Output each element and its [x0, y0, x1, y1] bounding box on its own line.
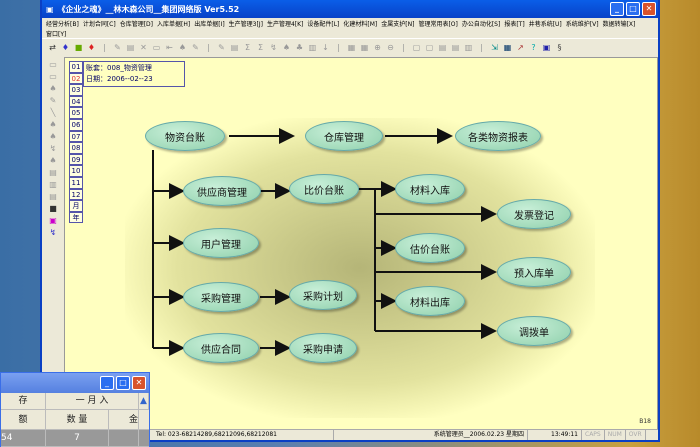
menu-item[interactable]: 入库单据[H]: [157, 21, 191, 28]
main-window: ▣ 《企业之魂》__林木森公司__集团网络版 Ver5.52 _ □ ✕ 经营分…: [40, 0, 660, 442]
minimize-button[interactable]: _: [100, 376, 114, 390]
status-ovr: OVR: [626, 430, 646, 440]
cell[interactable]: 54: [1, 430, 46, 446]
header-cell: 存: [1, 393, 46, 409]
node-fpdj[interactable]: 发票登记: [497, 199, 571, 229]
status-bar: Tel: 023-68214289,68212096,68212081 系统管理…: [64, 429, 658, 440]
header-cell: 数 量: [46, 410, 109, 429]
account-info: 账套：008_物资管理 日期：2006--02--23: [83, 61, 185, 87]
app-icon: ▣: [46, 4, 54, 14]
menu-item[interactable]: 出库单据[I]: [194, 21, 225, 28]
menu-item[interactable]: 办公自动化[S]: [461, 21, 501, 28]
account-label: 账套：008_物资管理: [86, 64, 152, 72]
month-07[interactable]: 07: [69, 130, 83, 143]
calculator-icon[interactable]: ▦: [503, 42, 512, 52]
node-clrk[interactable]: 材料入库: [395, 174, 465, 204]
minimize-button[interactable]: _: [610, 2, 624, 16]
cell[interactable]: 7: [46, 430, 109, 446]
menu-item[interactable]: 系统维护[V]: [565, 21, 599, 28]
node-bjtz[interactable]: 比价台账: [289, 174, 359, 204]
node-dbd[interactable]: 调拨单: [497, 316, 571, 346]
node-clck[interactable]: 材料出库: [395, 286, 465, 316]
month-11[interactable]: 11: [69, 176, 83, 189]
lock-icon[interactable]: ■: [49, 204, 57, 213]
menu-item[interactable]: 化建材料[M]: [343, 21, 378, 28]
node-gylwzbb[interactable]: 各类物资报表: [455, 121, 541, 151]
zoom-out-icon[interactable]: ⊖: [387, 42, 394, 52]
header-cell: 额: [1, 410, 46, 429]
node-yhgl[interactable]: 用户管理: [183, 228, 259, 258]
month-04[interactable]: 04: [69, 95, 83, 108]
menu-item[interactable]: 窗口[Y]: [46, 31, 67, 38]
window-title: 《企业之魂》__林木森公司__集团网络版 Ver5.52: [57, 4, 240, 14]
title-bar: ▣ 《企业之魂》__林木森公司__集团网络版 Ver5.52 _ □ ✕: [42, 0, 658, 18]
status-user: 系统管理员__2006.02.23 星期四: [334, 430, 528, 440]
node-cgjh[interactable]: 采购计划: [289, 280, 357, 310]
node-yrkd[interactable]: 预入库单: [497, 257, 571, 287]
tool-icon[interactable]: ▣: [49, 216, 57, 225]
menu-item[interactable]: 管理常用表[O]: [418, 21, 458, 28]
down-icon[interactable]: ↯: [49, 228, 57, 237]
close-button[interactable]: ✕: [642, 2, 656, 16]
status-time: 13:49:11: [528, 430, 582, 440]
node-gysgl[interactable]: 供应商管理: [183, 176, 261, 206]
inventory-title-bar: _ □ ✕: [1, 373, 149, 393]
menu-item[interactable]: 计划合同[C]: [82, 21, 116, 28]
status-tel: Tel: 023-68214289,68212096,68212081: [64, 430, 334, 440]
chart-icon[interactable]: ↗: [517, 42, 524, 52]
help-icon[interactable]: ?: [531, 42, 536, 52]
month-05[interactable]: 05: [69, 107, 83, 119]
node-ckgl[interactable]: 仓库管理: [305, 121, 383, 151]
exit-icon[interactable]: ⇲: [491, 42, 498, 52]
menu-item[interactable]: 经营分析[B]: [46, 21, 79, 28]
left-toolbar: ▭▭♠✎╲♠♠↯♠▤▥▤ ■ ▣ ↯: [49, 60, 57, 237]
menu-item[interactable]: 金属支护[N]: [381, 21, 415, 28]
status-caps: CAPS: [582, 430, 605, 440]
month-06[interactable]: 06: [69, 118, 83, 131]
menu-item[interactable]: 仓库管理[D]: [119, 21, 153, 28]
close-button[interactable]: ✕: [132, 376, 146, 390]
menu-bar: 经营分析[B]计划合同[C]仓库管理[D] 入库单据[H]出库单据[I]生产管理3…: [42, 18, 658, 38]
tool-icon[interactable]: ⇄: [49, 42, 56, 52]
flow-lines: [152, 128, 497, 356]
maximize-button[interactable]: □: [626, 2, 640, 16]
header-cell: 金: [109, 410, 139, 429]
maximize-button[interactable]: □: [116, 376, 130, 390]
node-gjtz[interactable]: 估价台账: [395, 233, 465, 263]
tool-icon[interactable]: §: [557, 42, 562, 52]
month-年[interactable]: 年: [69, 211, 83, 224]
tool-icon[interactable]: ♦: [61, 42, 70, 52]
node-gyht[interactable]: 供应合同: [183, 333, 259, 363]
month-01[interactable]: 01: [69, 61, 83, 73]
tool-icon[interactable]: ■: [74, 42, 83, 52]
code-label: B18: [639, 418, 651, 425]
month-月[interactable]: 月: [69, 200, 83, 212]
menu-item[interactable]: 数据转输[X]: [602, 21, 636, 28]
menu-item[interactable]: 设备配件[L]: [307, 21, 340, 28]
menu-item[interactable]: 生产管理4[K]: [266, 21, 304, 28]
menu-item[interactable]: 生产管理3[J]: [228, 21, 263, 28]
node-cggl[interactable]: 采购管理: [183, 282, 259, 312]
menu-item[interactable]: 报表[T]: [504, 21, 525, 28]
month-02[interactable]: 02: [69, 72, 83, 85]
header-cell: 一 月 入: [46, 393, 139, 409]
month-09[interactable]: 09: [69, 153, 83, 166]
month-08[interactable]: 08: [69, 142, 83, 154]
status-num: NUM: [605, 430, 626, 440]
tool-icon[interactable]: ♦: [87, 42, 96, 52]
menu-item[interactable]: 井巷系统[U]: [528, 21, 562, 28]
node-wzty[interactable]: 物资台账: [145, 121, 225, 151]
month-10[interactable]: 10: [69, 165, 83, 177]
save-icon[interactable]: ▣: [542, 42, 551, 52]
month-03[interactable]: 03: [69, 84, 83, 96]
date-label: 日期：2006--02--23: [86, 75, 153, 83]
month-12[interactable]: 12: [69, 188, 83, 201]
node-cgsq[interactable]: 采购申请: [289, 333, 357, 363]
zoom-in-icon[interactable]: ⊕: [374, 42, 381, 52]
